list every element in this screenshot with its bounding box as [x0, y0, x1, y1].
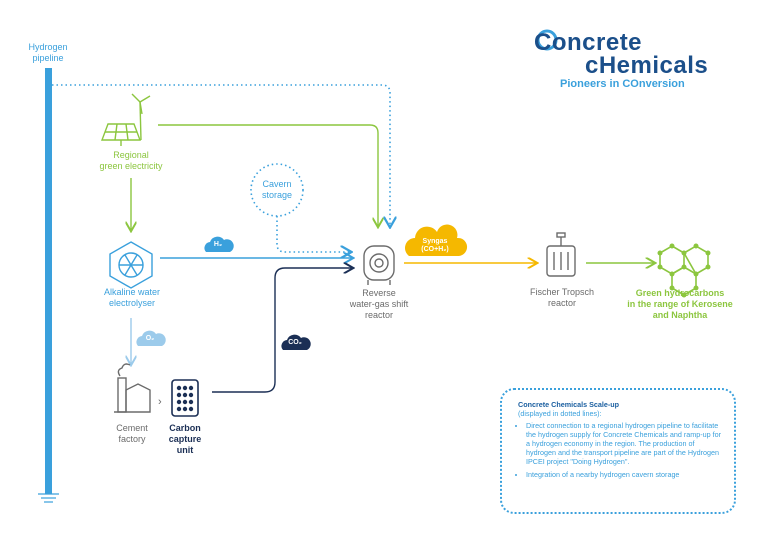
carbon-capture-icon	[171, 379, 199, 417]
cement-label: Cement factory	[116, 423, 148, 444]
hydrocarbons-label: Green hydrocarbons in the range of Keros…	[627, 288, 733, 320]
carbon-label: Carbon capture unit	[168, 423, 202, 455]
o2-cloud-label: O₂	[145, 335, 155, 342]
h2-cloud-label: H₂	[213, 241, 223, 248]
cement-factory-icon	[114, 363, 151, 413]
logo-line1: Concrete	[534, 29, 643, 56]
solar-wind-icon	[100, 93, 151, 146]
scale-up-legend: Concrete Chemicals Scale-up (displayed i…	[500, 388, 736, 514]
syngas-cloud	[405, 224, 468, 256]
cavern-label: Cavern storage	[261, 179, 293, 200]
logo-tagline: Pioneers in COnversion	[560, 78, 685, 90]
co2-cloud	[281, 334, 311, 350]
electrolyser-label: Alkaline water electrolyser	[103, 287, 161, 308]
pipeline-label: Hydrogen pipeline	[28, 42, 68, 63]
hydrogen-pipeline-bar	[45, 68, 52, 494]
rwgs-label: Reverse water-gas shift reactor	[349, 288, 409, 320]
rwgs-reactor-icon	[363, 245, 395, 285]
legend-item: Direct connection to a regional hydrogen…	[526, 421, 722, 466]
co2-cloud-label: CO₂	[288, 339, 302, 346]
electrolyser-icon	[109, 241, 153, 289]
legend-item: Integration of a nearby hydrogen cavern …	[526, 470, 722, 479]
pipeline-dotted-line	[52, 84, 390, 226]
svg-text:›: ›	[158, 396, 162, 408]
fischer-label: Fischer Tropsch reactor	[529, 287, 595, 308]
electricity-label: Regional green electricity	[99, 150, 163, 171]
legend-title: Concrete Chemicals Scale-up	[518, 400, 620, 409]
logo-o2-icon	[536, 29, 558, 51]
co2-line	[212, 268, 352, 393]
syngas-cloud-label: Syngas (CO+H₂)	[421, 238, 449, 253]
electricity-to-reactor-line	[158, 124, 378, 226]
h2-cloud	[204, 236, 234, 252]
o2-cloud	[136, 330, 166, 346]
legend-subtitle: (displayed in dotted lines):	[518, 409, 602, 418]
fischer-tropsch-icon	[546, 232, 576, 277]
logo-line2: cHemicals	[585, 52, 709, 79]
